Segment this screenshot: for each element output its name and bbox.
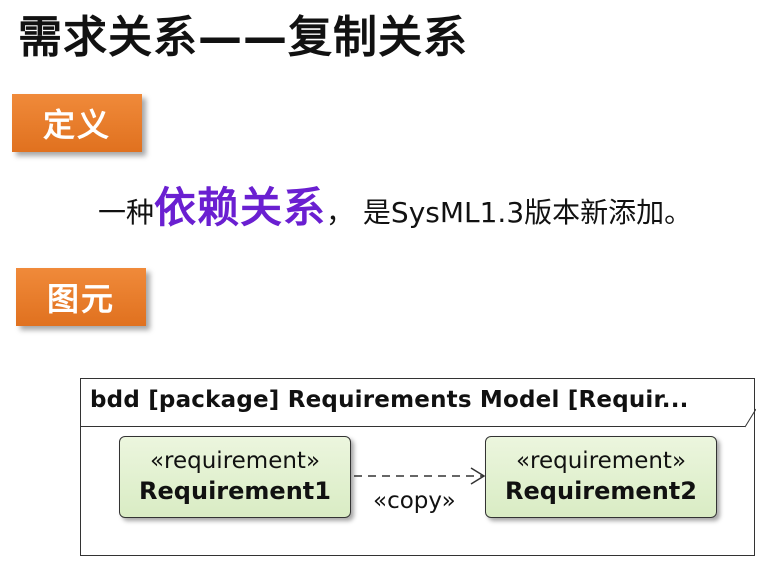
page-title: 需求关系——复制关系 (18, 12, 468, 63)
requirement2-stereotype: «requirement» (515, 448, 687, 474)
diagram-header-corner (744, 408, 756, 428)
definition-sentence: 一种依赖关系， 是SysML1.3版本新添加。 (98, 178, 692, 243)
copy-stereotype-label: «copy» (373, 488, 456, 514)
requirement1-stereotype: «requirement» (149, 448, 321, 474)
bdd-diagram-frame: bdd [package] Requirements Model [Requir… (80, 378, 756, 557)
diagram-header: bdd [package] Requirements Model [Requir… (81, 379, 745, 427)
requirement2-block[interactable]: «requirement» Requirement2 (485, 436, 717, 518)
sentence-prefix: 一种 (98, 196, 155, 229)
diagram-header-text: bdd [package] Requirements Model [Requir… (90, 387, 689, 413)
definition-label: 定义 (12, 94, 142, 152)
requirement1-name: Requirement1 (139, 477, 331, 505)
sentence-suffix: ， 是SysML1.3版本新添加。 (326, 196, 693, 229)
requirement2-name: Requirement2 (505, 477, 697, 505)
requirement1-block[interactable]: «requirement» Requirement1 (119, 436, 351, 518)
sentence-highlight: 依赖关系 (154, 183, 327, 232)
element-label: 图元 (16, 268, 146, 326)
copy-dependency-arrow[interactable] (81, 379, 756, 557)
